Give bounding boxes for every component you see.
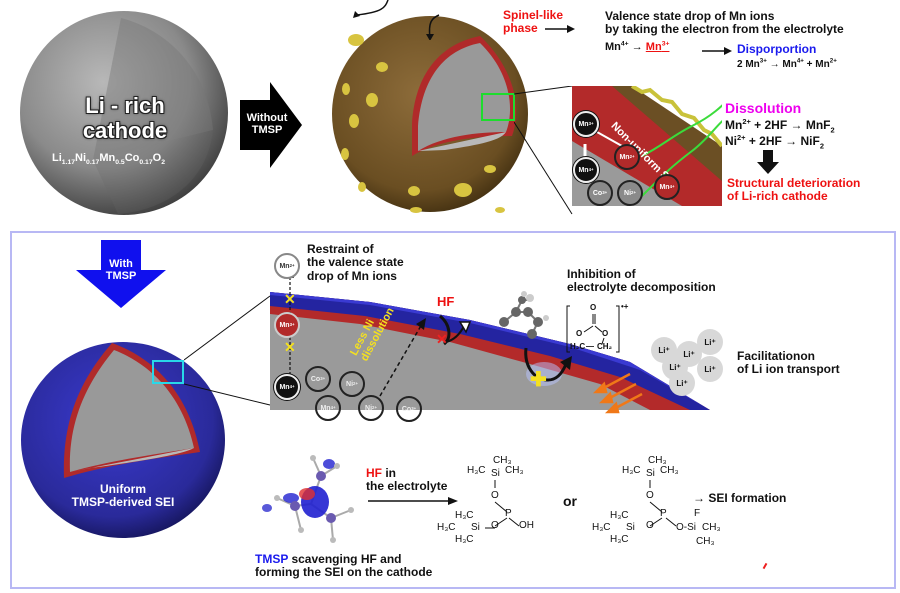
tmsp-zoom-box bbox=[152, 360, 184, 384]
dissolution-title: Dissolution bbox=[725, 100, 802, 116]
svg-text:✕: ✕ bbox=[436, 331, 448, 347]
tmsp-caption: TMSP scavenging HF and forming the SEI o… bbox=[255, 552, 433, 580]
bottom-inset-cross-section bbox=[270, 292, 710, 410]
disproportion-label: Disporportion bbox=[737, 42, 817, 56]
uniform-sei-label: Uniform TMSP-derived SEI bbox=[71, 482, 175, 510]
hf-in-electrolyte: HF in the electrolyte bbox=[366, 466, 448, 494]
dissolution-eq-mn: Mn2+ + 2HF → MnF2 bbox=[725, 117, 835, 135]
pristine-label-line1: Li - rich bbox=[85, 93, 165, 118]
reaction-arrow bbox=[368, 497, 458, 505]
li-ion: Li⁺ bbox=[697, 329, 723, 355]
top-inset-cross-section bbox=[572, 86, 722, 206]
with-tmsp-label: With TMSP bbox=[105, 258, 137, 283]
sei-arrow-icon: → bbox=[693, 491, 705, 505]
hf-deflect-arrow: ✕ bbox=[436, 314, 472, 347]
bottom-inset-zoom-lines bbox=[184, 295, 271, 406]
li-ion: Li⁺ bbox=[669, 370, 695, 396]
inhibition-text: Inhibition of electrolyte decomposition bbox=[567, 267, 716, 295]
product-silyl-phosphite-oh: CH₃ H₃C Si CH₃ O P OH H₃C H₃C H₃C Si O bbox=[437, 455, 534, 545]
li-ion: Li⁺ bbox=[697, 356, 723, 382]
mn-reduction: Mn4+ → Mn3+ bbox=[605, 40, 670, 53]
structural-deterioration: Structural deterioration of Li-rich cath… bbox=[727, 176, 861, 204]
down-arrow-icon bbox=[757, 150, 779, 174]
facilitation-text: Facilitationon of Li ion transport bbox=[737, 349, 840, 377]
tmsp-protected-sphere bbox=[20, 340, 226, 540]
or-label: or bbox=[563, 493, 577, 509]
restraint-text: Restraint of the valence state drop of M… bbox=[307, 242, 404, 283]
svg-text:✕: ✕ bbox=[284, 291, 296, 307]
degraded-cathode-sphere bbox=[330, 14, 538, 214]
blocked-decomposition-arrow: ✚ bbox=[524, 347, 572, 391]
sphere-graphic bbox=[20, 11, 228, 215]
with-tmsp-arrow bbox=[76, 240, 166, 308]
valence-line2: by taking the electron from the electrol… bbox=[605, 22, 844, 37]
disproportion-reaction: 2 Mn3+ → Mn4+ + Mn2+ bbox=[737, 57, 837, 70]
solvent-molecule bbox=[499, 291, 549, 339]
dissolution-eq-ni: Ni2+ + 2HF → NiF2 bbox=[725, 133, 824, 151]
pristine-cathode-sphere bbox=[18, 10, 230, 216]
ni-dissolution-arrow bbox=[379, 318, 426, 397]
with-tmsp-panel bbox=[10, 231, 896, 589]
without-tmsp-arrow bbox=[240, 82, 302, 168]
valence-line1: Valence state drop of Mn ions bbox=[605, 9, 775, 23]
pristine-label-line2: cathode bbox=[82, 117, 168, 143]
radical-cation: O O O H₂C — CH₂ •+ bbox=[566, 302, 651, 356]
sei-formation: → SEI formation bbox=[693, 491, 787, 505]
cathode-formula: Li1.17Ni0.17Mn0.5Co0.17O2 bbox=[52, 152, 165, 167]
valence-drop-text: Valence state drop of Mn ions by taking … bbox=[605, 9, 844, 37]
disproportion-arrow bbox=[702, 47, 732, 55]
hf-label: HF bbox=[437, 294, 455, 309]
spinel-label: Spinel-like phase bbox=[503, 8, 564, 36]
product-silyl-phosphite-f: CH₃ H₃C Si CH₃ O P F O-Si CH₃ CH₃ H₃C H₃… bbox=[592, 455, 721, 547]
without-tmsp-label: Without TMSP bbox=[246, 112, 288, 137]
surface-pointer-arrows bbox=[353, 0, 440, 40]
svg-text:✕: ✕ bbox=[284, 339, 296, 355]
spinel-arrow bbox=[545, 25, 575, 33]
tmsp-molecule-model bbox=[262, 455, 354, 543]
top-inset-zoom-lines bbox=[514, 86, 573, 215]
li-transport-arrows bbox=[592, 372, 643, 414]
svg-text:✚: ✚ bbox=[530, 369, 547, 391]
pristine-label: Li - rich cathode bbox=[70, 93, 180, 143]
